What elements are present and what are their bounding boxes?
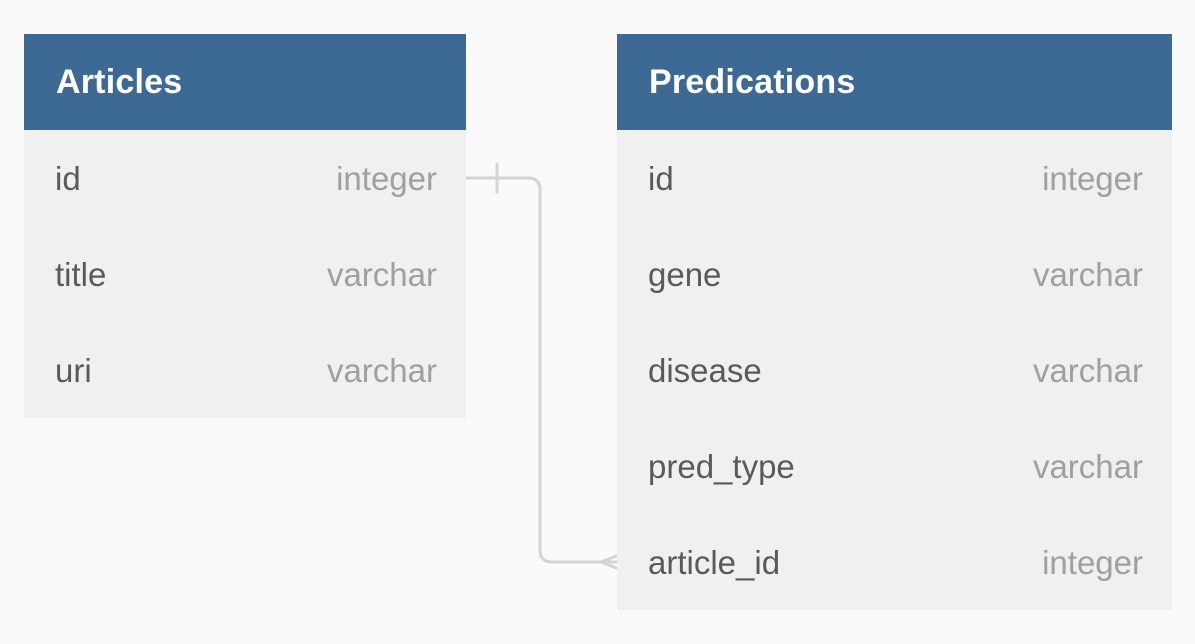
column-name: title [55, 255, 107, 293]
column-name: pred_type [648, 447, 795, 485]
column-name: disease [648, 351, 762, 389]
table-row[interactable]: disease varchar [617, 322, 1172, 418]
table-row[interactable]: article_id integer [617, 514, 1172, 610]
relationship-line-articles-predications [464, 176, 606, 564]
table-row[interactable]: title varchar [24, 226, 466, 322]
entity-table-predications-columns: id integer gene varchar disease varchar … [617, 130, 1172, 610]
entity-table-articles-title: Articles [56, 62, 183, 101]
entity-table-articles-columns: id integer title varchar uri varchar [24, 130, 466, 418]
column-type: varchar [326, 351, 437, 389]
entity-table-articles-header[interactable]: Articles [24, 34, 466, 130]
entity-table-predications[interactable]: Predications id integer gene varchar dis… [617, 34, 1172, 610]
entity-table-articles[interactable]: Articles id integer title varchar uri va… [24, 34, 466, 418]
column-name: id [648, 159, 674, 197]
column-name: gene [648, 255, 722, 293]
table-row[interactable]: pred_type varchar [617, 418, 1172, 514]
entity-table-predications-title: Predications [649, 62, 856, 101]
column-name: article_id [648, 543, 781, 581]
entity-table-predications-header[interactable]: Predications [617, 34, 1172, 130]
column-type: varchar [1032, 351, 1143, 389]
column-type: integer [336, 159, 437, 197]
table-row[interactable]: id integer [24, 130, 466, 226]
table-row[interactable]: uri varchar [24, 322, 466, 418]
column-type: varchar [1032, 447, 1143, 485]
column-type: integer [1042, 543, 1143, 581]
table-row[interactable]: id integer [617, 130, 1172, 226]
column-type: varchar [1032, 255, 1143, 293]
column-type: integer [1042, 159, 1143, 197]
column-type: varchar [326, 255, 437, 293]
column-name: id [55, 159, 81, 197]
table-row[interactable]: gene varchar [617, 226, 1172, 322]
column-name: uri [55, 351, 92, 389]
